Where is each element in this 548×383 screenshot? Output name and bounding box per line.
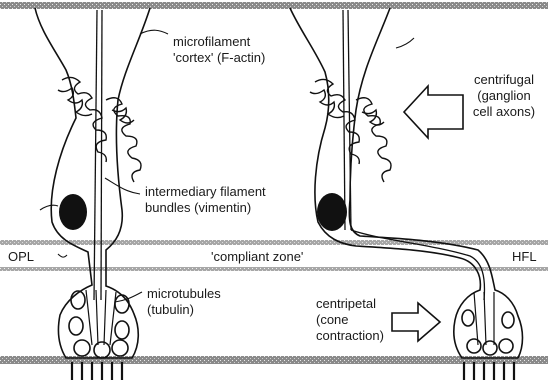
intermediary-filament-label: intermediary filament bundles (vimentin): [145, 184, 266, 216]
microtubules-label-line1: microtubules: [147, 286, 221, 302]
opl-lower-band: [0, 267, 548, 271]
centrifugal-label-line1: centrifugal: [462, 72, 546, 88]
centripetal-label-line2: (cone: [316, 312, 384, 328]
microfilament-label-line1: microfilament: [173, 34, 265, 50]
centripetal-label-line1: centripetal: [316, 296, 384, 312]
hfl-label: HFL: [512, 249, 537, 265]
intermediary-label-line1: intermediary filament: [145, 184, 266, 200]
compliant-zone-label: 'compliant zone': [211, 249, 303, 265]
microfilament-label-line2: 'cortex' (F-actin): [173, 50, 265, 66]
intermediary-label-line2: bundles (vimentin): [145, 200, 266, 216]
centripetal-label-line3: contraction): [316, 328, 384, 344]
centripetal-label: centripetal (cone contraction): [316, 296, 384, 344]
opl-upper-band: [0, 240, 548, 245]
microtubules-label-line2: (tubulin): [147, 302, 221, 318]
centrifugal-label-line3: cell axons): [462, 104, 546, 120]
centrifugal-label: centrifugal (ganglion cell axons): [462, 72, 546, 120]
opl-label: OPL: [8, 249, 34, 265]
centrifugal-arrow: [404, 86, 463, 138]
left-nucleus: [59, 194, 87, 230]
top-membrane-band: [0, 2, 548, 9]
centrifugal-label-line2: (ganglion: [462, 88, 546, 104]
left-cone-cell: [35, 8, 150, 380]
microfilament-label: microfilament 'cortex' (F-actin): [173, 34, 265, 66]
right-nucleus: [317, 193, 347, 231]
centripetal-arrow: [392, 303, 440, 341]
microtubules-label: microtubules (tubulin): [147, 286, 221, 318]
